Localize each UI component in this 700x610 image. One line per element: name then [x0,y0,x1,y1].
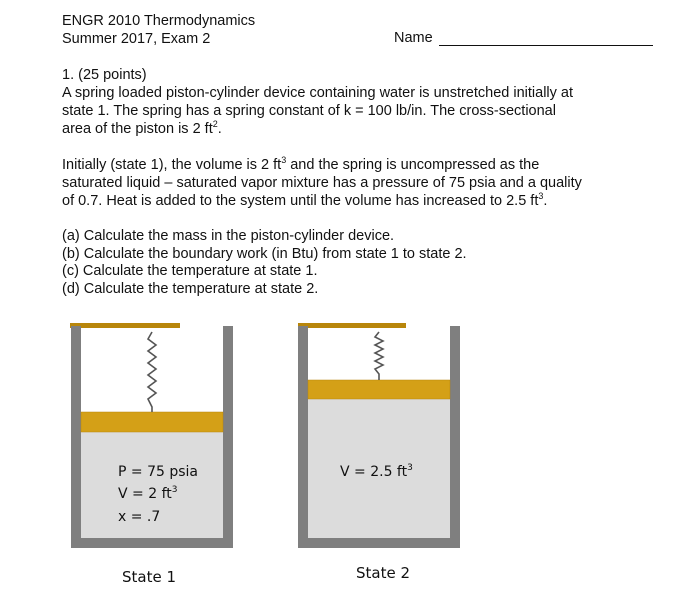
problem-1: 1. (25 points) A spring loaded piston-cy… [62,66,662,298]
part-d: (d) Calculate the temperature at state 2… [62,280,319,297]
state-2-bottom-wall [298,538,460,548]
question-parts: (a) Calculate the mass in the piston-cyl… [62,228,662,298]
state-2-spring [373,331,385,380]
state-2-piston [307,379,451,400]
state-2-volume-text: V = 2.5 ft [340,464,408,480]
state-1-left-wall [71,326,81,548]
state-1-fluid [81,431,223,538]
state-2-diagram: V = 2.5 ft3 State 2 [298,323,460,582]
state-1-volume-text: V = 2 ft [118,486,172,502]
part-b: (b) Calculate the boundary work (in Btu)… [62,245,467,262]
name-field: Name [394,30,653,46]
statement-2-line-1a: Initially (state 1), the volume is 2 ft [62,157,282,173]
statement-1-line-1: A spring loaded piston-cylinder device c… [62,85,574,101]
statement-2-period: . [543,193,548,209]
statement-1-period: . [217,121,222,137]
state-1-piston [80,411,224,433]
statement-1-line-2: state 1. The spring has a spring constan… [62,103,556,119]
state-2-left-wall [298,326,308,548]
state-2-volume-exponent: 3 [407,463,413,473]
state-1-volume-exponent: 3 [172,485,178,495]
state-2-volume: V = 2.5 ft3 [340,463,413,480]
exam-header: ENGR 2010 Thermodynamics Summer 2017, Ex… [62,12,255,48]
state-1-ceiling-plate [70,323,180,328]
problem-number: 1. (25 points) [62,67,147,83]
part-c: (c) Calculate the temperature at state 1… [62,263,318,279]
state-1-volume: V = 2 ft3 [118,485,177,502]
part-a: (a) Calculate the mass in the piston-cyl… [62,228,395,244]
exam-subtitle: Summer 2017, Exam 2 [62,31,211,47]
problem-statement-1: A spring loaded piston-cylinder device c… [62,84,662,138]
volume-exponent-1: 3 [281,155,287,165]
state-2-right-wall [450,326,460,548]
state-1-pressure: P = 75 psia [118,464,198,480]
name-blank-line [438,34,653,46]
state-2-ceiling-plate [298,323,406,328]
state-1-bottom-wall [71,538,233,548]
volume-exponent-2: 3 [538,191,544,201]
statement-2-line-1b: and the spring is uncompressed as the [286,157,540,173]
area-exponent: 2 [212,119,218,129]
course-title: ENGR 2010 Thermodynamics [62,13,256,29]
state-2-fluid [308,398,450,538]
state-2-label: State 2 [356,564,410,582]
state-1-spring [146,331,158,412]
statement-1-line-3: area of the piston is 2 ft [62,121,213,137]
name-label: Name [394,30,433,46]
state-1-diagram: P = 75 psia V = 2 ft3 x = .7 State 1 [70,323,233,586]
problem-statement-2: Initially (state 1), the volume is 2 ft3… [62,156,662,210]
statement-2-line-3: of 0.7. Heat is added to the system unti… [62,193,539,209]
state-1-quality: x = .7 [118,509,160,525]
statement-2-line-2: saturated liquid – saturated vapor mixtu… [62,175,582,191]
state-1-label: State 1 [122,568,176,586]
state-1-right-wall [223,326,233,548]
